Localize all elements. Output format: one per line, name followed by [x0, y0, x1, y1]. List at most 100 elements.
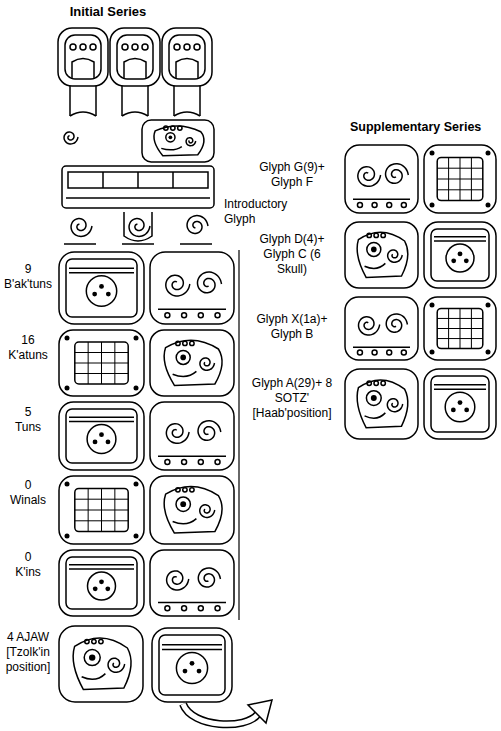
- glyph-block: [65, 534, 70, 539]
- period-label: 0 K'ins: [15, 550, 41, 580]
- introductory-glyph: [62, 166, 214, 208]
- introductory-glyph: [132, 44, 138, 50]
- separator-line: [239, 250, 240, 620]
- glyph-block: [182, 606, 187, 611]
- glyph-block: [164, 487, 222, 533]
- glyph-block: [106, 292, 111, 297]
- glyph-block: [59, 330, 144, 396]
- glyph-block: [150, 550, 234, 616]
- glyph-block: [150, 252, 234, 324]
- glyph-block: [437, 179, 483, 180]
- glyph-block: [424, 369, 496, 439]
- glyph-block: [66, 557, 137, 609]
- glyph-block: [165, 313, 170, 318]
- glyph-block: [89, 654, 95, 660]
- glyph-block: [66, 259, 137, 317]
- glyph-block: [75, 373, 128, 374]
- glyph-block: [150, 330, 234, 396]
- glyph-block: [424, 369, 496, 439]
- glyph-block: [108, 658, 125, 672]
- glyph-block: [75, 520, 128, 521]
- glyph-block: [424, 145, 496, 213]
- introductory-glyph: [102, 172, 104, 188]
- period-label: 0 Winals: [10, 478, 46, 508]
- glyph-block: [178, 126, 182, 130]
- glyph-block: [93, 439, 98, 444]
- glyph-block: [134, 336, 139, 341]
- glyph-block: [183, 341, 187, 345]
- glyph-block: [365, 413, 386, 418]
- glyph-block: [85, 639, 89, 643]
- glyph-block: [424, 222, 496, 288]
- introductory-glyph: [129, 219, 150, 237]
- introductory-glyph: [72, 59, 94, 80]
- glyph-block: [134, 534, 139, 539]
- glyph-block: [374, 233, 378, 237]
- glyph-block: [430, 350, 435, 355]
- glyph-block: [114, 488, 115, 531]
- glyph-block: [198, 459, 203, 464]
- glyph-label: Glyph X(1a)+ Glyph B: [251, 312, 333, 342]
- glyph-block: [134, 386, 139, 391]
- introductory-glyph: [71, 219, 92, 237]
- introductory-glyph: [124, 212, 152, 241]
- introductory-glyph: [68, 172, 208, 188]
- glyph-block: [451, 258, 456, 263]
- glyph-block: [345, 222, 418, 288]
- glyph-block: [367, 381, 371, 385]
- glyph-block: [486, 151, 491, 156]
- glyph-block: [464, 258, 469, 263]
- curved-arrow: [248, 700, 272, 723]
- glyph-block: [486, 203, 491, 208]
- glyph-block: [386, 164, 409, 184]
- glyph-block: [66, 409, 137, 463]
- glyph-block: [73, 638, 131, 690]
- glyph-label: Glyph D(4)+ Glyph C (6 Skull): [251, 232, 333, 277]
- glyph-block: [75, 363, 128, 364]
- glyph-block: [59, 402, 144, 470]
- introductory-glyph: [169, 35, 205, 79]
- glyph-block: [345, 369, 418, 439]
- glyph-block: [150, 476, 234, 544]
- glyph-block: [437, 308, 483, 348]
- glyph-block: [345, 145, 418, 213]
- glyph-block: [215, 459, 220, 464]
- glyph-block: [388, 250, 403, 262]
- glyph-block: [150, 330, 234, 396]
- introductory-glyph: [174, 44, 180, 50]
- glyph-block: [374, 381, 378, 385]
- glyph-label: Glyph G(9)+ Glyph F: [251, 160, 333, 190]
- glyph-block: [166, 275, 190, 296]
- glyph-block: [152, 628, 232, 702]
- introductory-glyph: [184, 44, 190, 50]
- glyph-block: [69, 568, 134, 570]
- glyph-block: [371, 395, 377, 401]
- glyph-block: [437, 157, 483, 200]
- glyph-block: [65, 482, 70, 487]
- glyph-block: [430, 303, 435, 308]
- glyph-block: [173, 519, 197, 524]
- glyph-block: [176, 488, 180, 492]
- glyph-block: [431, 229, 489, 281]
- glyph-block: [59, 550, 144, 616]
- glyph-block: [359, 317, 380, 335]
- glyph-block: [164, 340, 222, 385]
- glyph-block: [69, 417, 134, 419]
- glyph-block: [165, 606, 170, 611]
- glyph-block: [59, 550, 144, 616]
- glyph-block: [424, 222, 496, 288]
- introductory-glyph: [124, 59, 146, 80]
- glyph-block: [173, 371, 197, 376]
- glyph-block: [345, 145, 418, 213]
- glyph-block: [451, 408, 456, 413]
- glyph-block: [198, 313, 203, 318]
- glyph-block: [424, 297, 496, 360]
- glyph-block: [430, 151, 435, 156]
- glyph-block: [424, 145, 496, 213]
- glyph-block: [471, 308, 472, 348]
- introductory-glyph: [142, 44, 148, 50]
- glyph-block: [176, 341, 180, 345]
- introductory-glyph: [66, 197, 210, 199]
- glyph-block: [197, 669, 202, 674]
